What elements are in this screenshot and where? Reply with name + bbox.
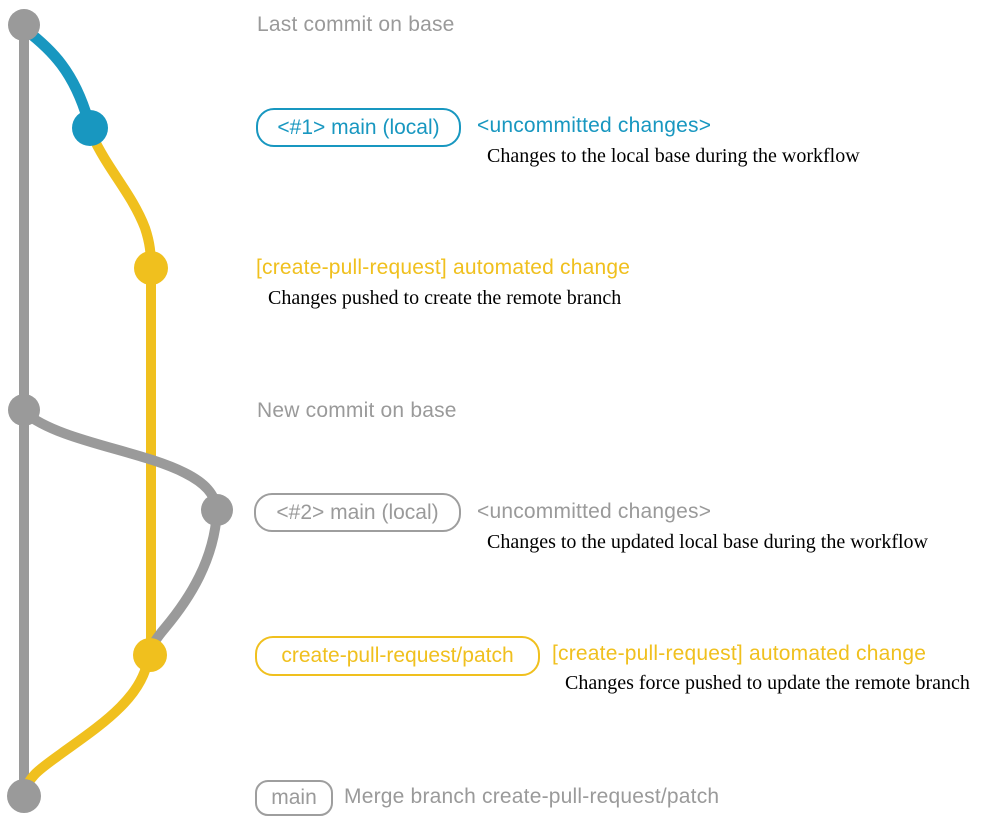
commit-node-patch-2 — [133, 638, 167, 672]
branch-label-patch-text: create-pull-request/patch — [281, 644, 514, 667]
description-uncommitted-changes-2: Changes to the updated local base during… — [487, 531, 928, 553]
branch-label-main-local-1: <#1> main (local) — [256, 108, 461, 147]
commit-node-last-base — [8, 9, 40, 41]
branch-label-main-local-2: <#2> main (local) — [254, 493, 461, 532]
patch-branch-edge-1 — [87, 132, 156, 271]
local-main-to-patch-edge — [145, 511, 222, 658]
git-graph — [7, 9, 233, 813]
branch-label-main-text: main — [271, 786, 317, 809]
branch-label-patch: create-pull-request/patch — [255, 636, 540, 676]
commit-node-local-1 — [72, 110, 108, 146]
commit-node-patch-1 — [134, 251, 168, 285]
branch-label-main: main — [255, 780, 333, 816]
heading-automated-change-1: [create-pull-request] automated change — [256, 256, 631, 279]
heading-uncommitted-changes-1: <uncommitted changes> — [477, 114, 712, 137]
annotation-new-commit-on-base: New commit on base — [257, 399, 457, 422]
commit-node-new-base — [8, 394, 40, 426]
branch-label-main-local-2-text: <#2> main (local) — [276, 500, 439, 524]
patch-merge-edge — [20, 657, 153, 795]
annotation-last-commit-on-base: Last commit on base — [257, 13, 455, 36]
description-automated-change-2: Changes force pushed to update the remot… — [565, 672, 970, 694]
heading-automated-change-2: [create-pull-request] automated change — [552, 642, 927, 665]
local-main-edge-2 — [20, 408, 222, 511]
description-automated-change-1: Changes pushed to create the remote bran… — [268, 287, 622, 309]
commit-node-merge — [7, 779, 41, 813]
commit-node-local-2 — [201, 494, 233, 526]
heading-uncommitted-changes-2: <uncommitted changes> — [477, 500, 712, 523]
annotation-merge-branch: Merge branch create-pull-request/patch — [344, 785, 720, 808]
local-main-edge-1 — [22, 25, 94, 122]
description-uncommitted-changes-1: Changes to the local base during the wor… — [487, 145, 860, 167]
branch-label-main-local-1-text: <#1> main (local) — [277, 115, 440, 139]
